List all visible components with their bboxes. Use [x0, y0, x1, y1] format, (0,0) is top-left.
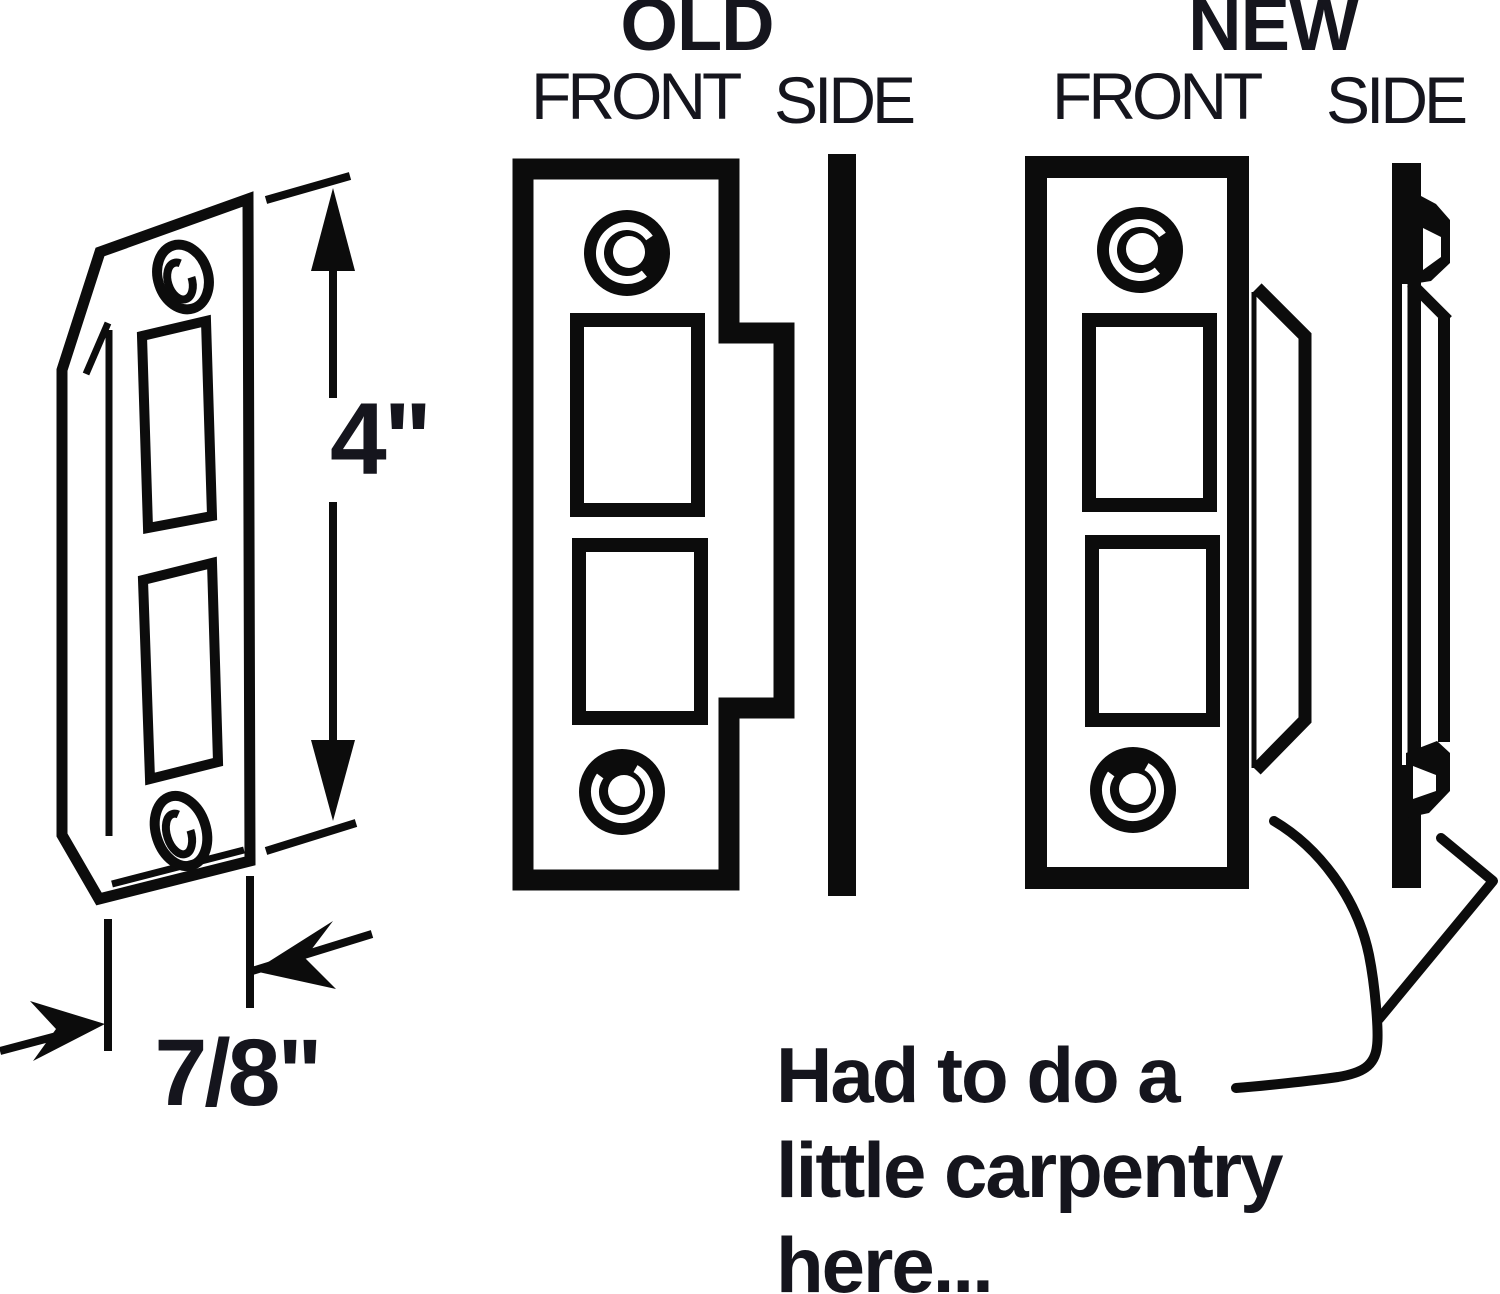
arrow-up-icon: [311, 188, 355, 271]
arrow-right-icon: [30, 1001, 105, 1061]
new-plate-outline: [1025, 156, 1249, 889]
latch-opening: [136, 314, 218, 534]
height-extension-line-bottom: [264, 819, 358, 855]
screw-hole-bottom: [149, 790, 213, 872]
lip-bottom-tab-opening: [1413, 766, 1436, 799]
screw-hole-top: [1097, 207, 1183, 293]
screw-hole-top-inner: [163, 258, 197, 304]
leader-curve-to-front-view: [1231, 816, 1383, 1093]
screw-hole-bottom: [579, 749, 665, 835]
new-heading: NEW: [1188, 0, 1359, 66]
carpentry-leader-line: [1231, 816, 1498, 1093]
old-plate-outline: [512, 158, 795, 891]
caption-line-1: Had to do a: [776, 1031, 1181, 1119]
screw-hole-bottom-inner: [161, 809, 197, 859]
new-front-label: FRONT: [1052, 59, 1263, 133]
plate-outline-perspective: [56, 191, 256, 906]
lip-top-hook-opening: [1423, 228, 1441, 270]
screw-hole-top: [584, 210, 670, 296]
screw-hole-bottom: [1090, 747, 1176, 833]
lip-shoulder-line: [1407, 279, 1452, 324]
height-extension-line-top: [264, 172, 352, 204]
deadbolt-opening: [137, 556, 224, 786]
old-heading: OLD: [620, 0, 774, 66]
old-side-plate-bar: [828, 154, 856, 896]
old-front-label: FRONT: [531, 59, 742, 133]
caption-line-3: here...: [776, 1221, 994, 1294]
leader-curve-to-side-view: [1374, 833, 1498, 1024]
new-front-view: [1025, 156, 1312, 889]
old-side-view: [828, 154, 856, 896]
height-dimension-label: 4": [330, 382, 432, 496]
screw-hole-top: [152, 239, 214, 315]
plate-chamfer-thickness-line: [82, 321, 112, 376]
plate-lip-gap-line: [1402, 284, 1408, 765]
lip-outline: [1251, 283, 1312, 775]
new-side-view: [1392, 163, 1452, 888]
caption-line-2: little carpentry: [776, 1126, 1284, 1214]
arrow-down-icon: [311, 740, 355, 821]
old-front-view: [512, 158, 795, 891]
deadbolt-opening: [572, 538, 708, 725]
new-side-label: SIDE: [1325, 63, 1468, 137]
dimension-drawing: [0, 172, 374, 1061]
arrow-left-icon: [254, 921, 336, 989]
deadbolt-opening: [1085, 535, 1220, 727]
latch-opening: [1082, 313, 1217, 512]
latch-opening: [570, 313, 705, 517]
width-dimension-label: 7/8": [154, 1020, 322, 1126]
old-side-label: SIDE: [773, 63, 916, 137]
